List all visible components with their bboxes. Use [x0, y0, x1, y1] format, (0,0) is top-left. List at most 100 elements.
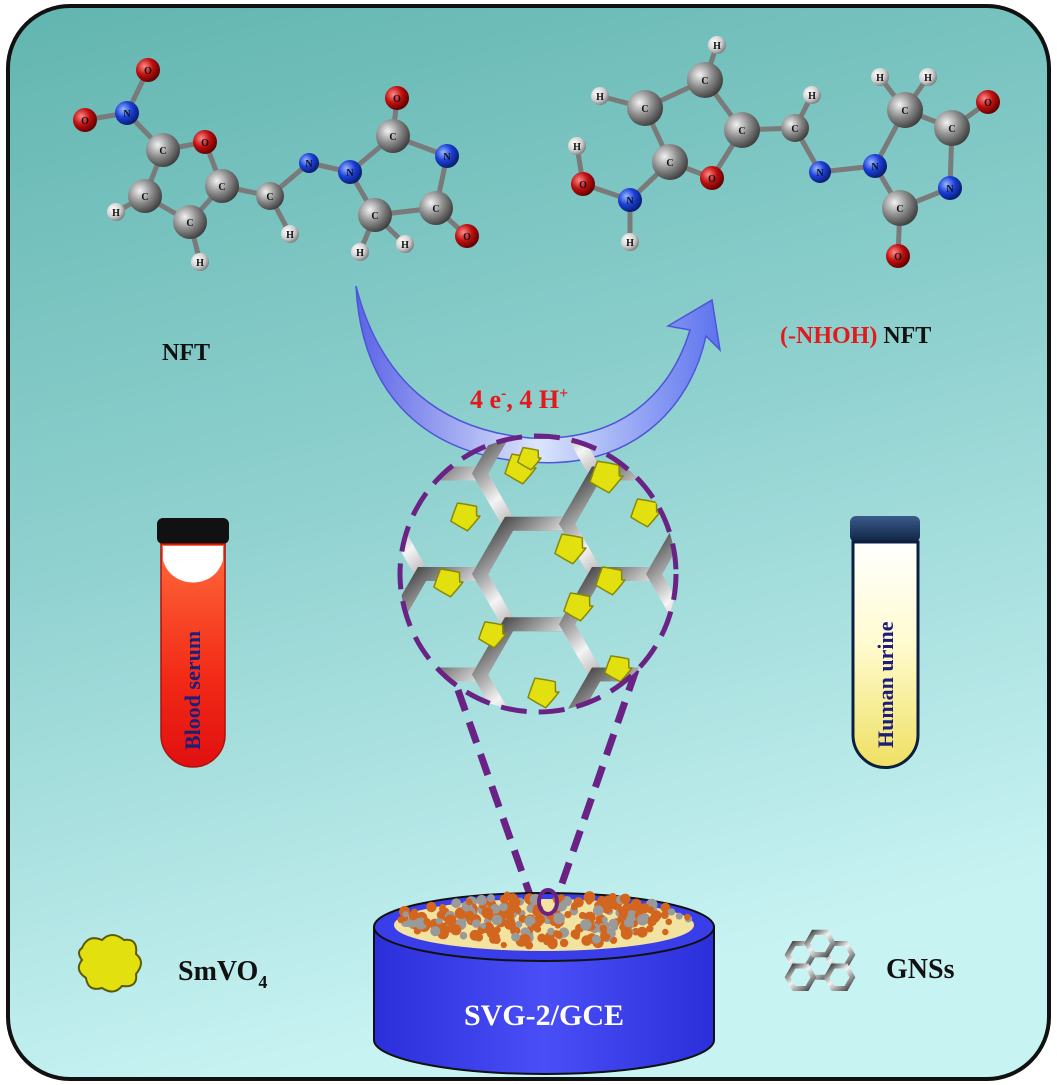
svg-text:N: N [305, 159, 313, 170]
svg-text:C: C [701, 76, 708, 87]
svg-text:C: C [159, 146, 166, 157]
surface-particle [435, 917, 443, 925]
svg-text:O: O [894, 252, 902, 263]
smvo4-particle [554, 533, 587, 565]
smvo4-particle [433, 568, 464, 598]
surface-particle [520, 933, 530, 944]
surface-particle [636, 914, 649, 926]
surface-particle [604, 899, 613, 909]
surface-particle [608, 918, 618, 928]
surface-particle [619, 924, 626, 931]
surface-particle [531, 923, 539, 931]
svg-text:C: C [432, 204, 439, 215]
surface-particle [593, 905, 604, 916]
svg-text:H: H [808, 91, 816, 102]
surface-particle [660, 902, 671, 913]
svg-text:N: N [443, 152, 451, 163]
surface-particle [547, 927, 555, 936]
surface-particle [535, 913, 545, 923]
surface-particle [559, 938, 569, 948]
svg-text:C: C [186, 218, 193, 229]
svg-text:N: N [123, 109, 131, 120]
surface-particle [500, 912, 508, 920]
smvo4-particles [433, 446, 661, 709]
surface-particle [506, 912, 515, 921]
surface-particle [511, 932, 521, 942]
surface-particle [675, 912, 683, 920]
surface-particle [480, 922, 487, 929]
svg-text:N: N [946, 184, 954, 195]
surface-particle [487, 894, 495, 903]
surface-particle [464, 910, 475, 921]
gns-label: GNSs [886, 954, 955, 985]
electrode-surface-particles [397, 891, 693, 950]
surface-particle [553, 912, 565, 925]
surface-particle [553, 930, 560, 937]
surface-particle [444, 914, 457, 927]
svg-text:C: C [266, 192, 273, 203]
product-label: (-NHOH) NFT [780, 323, 931, 349]
graphene-hexagon [645, 516, 676, 632]
surface-particle [430, 926, 441, 937]
nhoh-nft-molecule: H O N H C C H C H C O C H N N C H H C O … [568, 36, 1000, 268]
legend-gns: GNSs [784, 929, 955, 991]
surface-particle [547, 938, 558, 950]
graphene-hexagon [823, 963, 856, 991]
graphene-hexagon [804, 929, 836, 958]
surface-particle [423, 918, 431, 926]
electrode: SVG-2/GCE [373, 888, 715, 1075]
svg-text:C: C [371, 211, 378, 222]
svg-text:H: H [356, 248, 364, 259]
surface-particle [573, 933, 580, 940]
svg-text:C: C [948, 124, 955, 135]
svg-text:H: H [286, 230, 294, 241]
reaction-arrow [355, 285, 722, 464]
surface-particle [408, 910, 419, 921]
smvo4-blob-icon [77, 934, 142, 993]
surface-particle [623, 918, 634, 928]
svg-text:C: C [389, 132, 396, 143]
smvo4-particle [630, 498, 661, 528]
surface-particle [630, 898, 642, 910]
svg-text:H: H [196, 258, 204, 269]
svg-text:C: C [641, 104, 648, 115]
svg-text:C: C [896, 204, 903, 215]
svg-text:C: C [666, 158, 673, 169]
svg-text:H: H [876, 73, 884, 84]
svg-text:H: H [596, 92, 604, 103]
surface-particle [612, 903, 619, 910]
surface-particle [618, 908, 629, 919]
surface-particle [601, 916, 608, 923]
surface-particle [476, 894, 487, 906]
surface-particle [469, 929, 481, 941]
svg-text:C: C [901, 106, 908, 117]
svg-text:C: C [218, 182, 225, 193]
surface-particle [493, 926, 501, 934]
svg-text:N: N [346, 168, 354, 179]
svg-text:H: H [401, 240, 409, 251]
gns-hexagon-icon [784, 929, 856, 991]
magnifier-circle [397, 433, 679, 715]
surface-particle [619, 893, 631, 905]
surface-particle [397, 916, 405, 924]
svg-text:H: H [112, 208, 120, 219]
graphene-hexagon [784, 963, 817, 991]
surface-particle [426, 901, 437, 913]
svg-text:O: O [708, 174, 716, 185]
smvo4-particle [516, 446, 542, 471]
svg-text:C: C [141, 192, 148, 203]
smvo4-particle [563, 592, 594, 622]
svg-text:O: O [144, 66, 152, 77]
surface-particle [508, 896, 521, 909]
surface-particle [604, 933, 611, 940]
human-urine-tube: Human urine [850, 516, 920, 769]
svg-text:O: O [81, 116, 89, 127]
zoom-projection-lines [454, 668, 640, 897]
svg-text:O: O [579, 180, 587, 191]
smvo4-particle [450, 502, 481, 532]
reaction-electrons-protons: 4 e-, 4 H+ [470, 385, 568, 414]
surface-particle [583, 891, 596, 904]
svg-text:O: O [463, 232, 471, 243]
surface-particle [609, 936, 618, 944]
